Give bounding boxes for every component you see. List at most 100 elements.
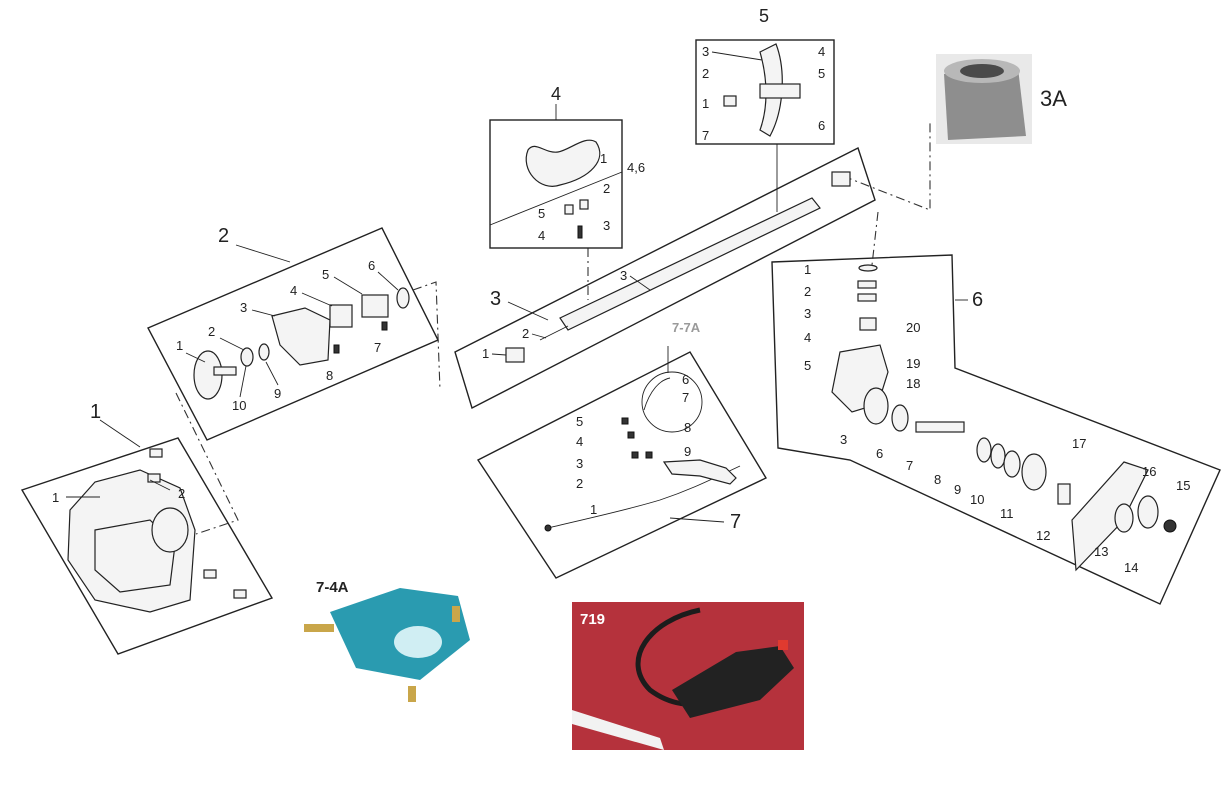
g6-part-3b-label: 3 [840, 432, 847, 447]
throttle-photo-grip [672, 646, 794, 718]
switch-lever [643, 377, 671, 411]
group-1-label: 1 [90, 401, 101, 423]
connector-1-2 [175, 392, 239, 535]
guard-clip [723, 95, 737, 107]
g6-part-12-label: 12 [1036, 528, 1050, 543]
group-4-strap: 4 1 4,6 2 5 4 3 [489, 84, 645, 249]
connector-3-6 [871, 211, 879, 266]
g6-part-17-label: 17 [1072, 436, 1086, 451]
g3-part-2-label: 2 [522, 326, 529, 341]
g6-part-16-label: 16 [1142, 464, 1156, 479]
clutch-drum-shaft [213, 366, 237, 376]
gearbox-flange [863, 387, 889, 425]
g6-part-14-label: 14 [1124, 560, 1138, 575]
blade-part [1071, 461, 1149, 572]
g6-part-15-label: 15 [1176, 478, 1190, 493]
g4-part-46-label: 4,6 [627, 160, 645, 175]
cable-end [544, 524, 552, 532]
gear-washer-9 [990, 443, 1006, 469]
clutch-housing-part [271, 307, 331, 366]
g6-part-13-label: 13 [1094, 544, 1108, 559]
g7-part-7-label: 7 [682, 390, 689, 405]
housing-screw-b [147, 473, 161, 483]
group-3-drive-shaft: 3 1 2 3 [454, 147, 876, 410]
group-1-engine-housing: 1 1 2 [20, 401, 274, 655]
g4-part-4-label: 4 [538, 228, 545, 243]
g6-part-4-label: 4 [804, 330, 811, 345]
engine-housing-port [151, 507, 189, 553]
g4-part-5-label: 5 [538, 206, 545, 221]
g7-part-6-label: 6 [682, 372, 689, 387]
switch-detail-label: 7-7A [672, 320, 701, 335]
gear-ring-3 [857, 293, 877, 302]
photo-719-throttle: 719 [572, 602, 804, 750]
connector-3-3a [842, 120, 931, 211]
gear-bearing-6 [891, 404, 909, 432]
group-2-label: 2 [218, 225, 229, 247]
photo-3a-bushing: 3A [936, 54, 1067, 144]
blade-cup-16 [1137, 495, 1159, 529]
blade-washer-14 [1114, 503, 1134, 533]
handle-tube [662, 459, 737, 485]
g4-part-2-label: 2 [603, 181, 610, 196]
g7-part-8-label: 8 [684, 420, 691, 435]
coupling-part [361, 294, 389, 318]
g4-part-3-label: 3 [603, 218, 610, 233]
g7-small-part-d [645, 451, 653, 459]
g2-part-2-label: 2 [208, 324, 215, 339]
g2-part-5-label: 5 [322, 267, 329, 282]
clamp-bolt-c [452, 606, 460, 622]
g5-part-7-label: 7 [702, 128, 709, 143]
g6-part-3a-label: 3 [804, 306, 811, 321]
group-6-frame [771, 254, 1221, 605]
group-2-clutch-coupling: 2 1 2 3 4 5 6 7 8 10 9 [147, 225, 439, 441]
group-3-frame [454, 147, 876, 410]
housing-screw-d [233, 589, 247, 599]
housing-screw-c [203, 569, 217, 579]
g6-part-7-label: 7 [906, 458, 913, 473]
coupling-ring-part [396, 287, 410, 309]
g3-part-3-label: 3 [620, 268, 627, 283]
g2-small-bolt [333, 344, 340, 354]
g5-part-2-label: 2 [702, 66, 709, 81]
group-7-frame [476, 351, 767, 579]
guard-bracket [759, 83, 801, 99]
g6-part-20-label: 20 [906, 320, 920, 335]
drive-shaft-tube [559, 197, 821, 331]
group-4-label: 4 [551, 84, 561, 104]
g7-part-2-label: 2 [576, 476, 583, 491]
g2-part-8-label: 8 [326, 368, 333, 383]
g4-part-1-label: 1 [600, 151, 607, 166]
group-5-frame [695, 39, 835, 145]
g3-part-1-label: 1 [482, 346, 489, 361]
g7-part-9-label: 9 [684, 444, 691, 459]
group-6-gearhead: 6 1 2 3 20 4 19 5 18 3 6 7 17 8 9 10 11 … [771, 254, 1221, 605]
g6-part-19-label: 19 [906, 356, 920, 371]
g5-part-3-label: 3 [702, 44, 709, 59]
g5-part-4-label: 4 [818, 44, 825, 59]
g2-part-10-label: 10 [232, 398, 246, 413]
g6-part-2-label: 2 [804, 284, 811, 299]
g6-part-5-label: 5 [804, 358, 811, 373]
g2-part-3-label: 3 [240, 300, 247, 315]
circlip-part [258, 343, 270, 361]
g6-part-8-label: 8 [934, 472, 941, 487]
clamp-bolt-a [304, 624, 334, 632]
group-7-label: 7 [730, 511, 741, 533]
washer-part [240, 347, 254, 367]
gear-spacer-12 [1057, 483, 1071, 505]
gear-nut-11 [1021, 453, 1047, 491]
throttle-photo-pipe [572, 710, 664, 750]
group-5-label: 5 [759, 6, 769, 26]
g7-small-part-c [631, 451, 639, 459]
g2-part-6-label: 6 [368, 258, 375, 273]
blade-nut-15 [1163, 519, 1177, 533]
g2-part-1-label: 1 [176, 338, 183, 353]
gear-shaft-7 [915, 421, 965, 433]
switch-detail-circle [641, 371, 703, 433]
g1-part-1-label: 1 [52, 490, 59, 505]
strap-part [525, 139, 601, 187]
bushing-photo-bore [960, 64, 1004, 78]
g5-part-1-label: 1 [702, 96, 709, 111]
